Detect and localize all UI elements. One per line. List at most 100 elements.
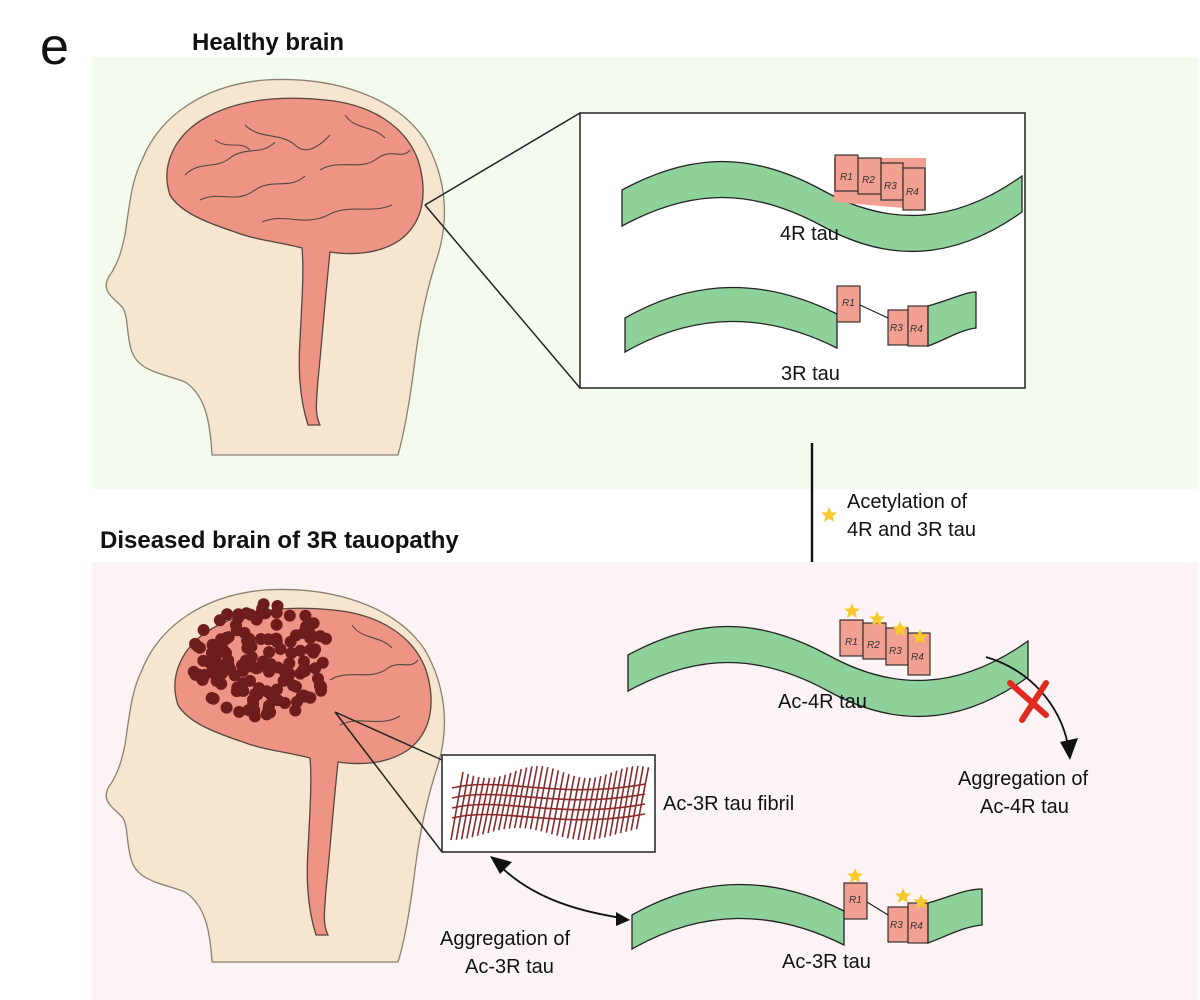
tau-tangle-dot [249, 688, 262, 700]
healthy-brain-folds [184, 114, 411, 223]
ac3r-segments: R1 R3 R4 [843, 882, 983, 944]
tau-3r-label: 3R tau [781, 363, 840, 385]
fibril-strand [513, 767, 528, 829]
healthy-head [105, 78, 446, 456]
fibril-strand [550, 772, 565, 835]
fibril-strand [508, 768, 523, 829]
tau-tangle-dot [228, 669, 241, 682]
fibril-strand [451, 803, 646, 811]
tau-tangle-dot [314, 630, 327, 643]
fibril-strand [476, 777, 491, 837]
fibril-strand [625, 765, 639, 832]
fibril-strand [556, 774, 570, 836]
fibril-strand [540, 768, 554, 832]
ac3r-aggregation-line2: Ac-3R tau [465, 956, 554, 978]
ac3r-aggregation-line1: Aggregation of [440, 928, 571, 950]
fibril-strand [598, 772, 613, 839]
tau-tangle-dot [260, 685, 273, 698]
tau-tangle-dot [274, 643, 287, 655]
tau-tangle-dot [304, 632, 317, 645]
tau-3r-seg-r4: R4 [910, 324, 923, 335]
tau-3r-segments: R1 R3 R4 [836, 285, 977, 347]
acetylation-label-line2: 4R and 3R tau [847, 519, 976, 541]
tau-tangle-dot [244, 674, 256, 687]
tau-tangle-dot [207, 692, 220, 705]
fibril-strand [497, 772, 512, 831]
tau-tangle-dot [287, 679, 300, 692]
fibril-strand [566, 777, 581, 839]
fibril-strand [561, 775, 576, 838]
healthy-brain [166, 97, 424, 426]
fibril-strand [503, 770, 517, 830]
tau-isoform-box [579, 112, 1026, 389]
ac4r-label: Ac-4R tau [778, 691, 867, 713]
tau-tangle-dot [197, 654, 210, 667]
tau-tangle-dot [194, 670, 207, 683]
tau-tangle-dot [270, 606, 283, 619]
tau-tangle-dot [197, 624, 210, 636]
blocked-x-icon [1007, 680, 1049, 723]
ac3r-aggregation-arrow [499, 865, 623, 919]
tau-3r-seg-r1: R1 [842, 298, 855, 309]
fibril-strand [545, 770, 560, 833]
tau-4r-seg-r4: R4 [906, 187, 919, 198]
tau-tangle-dot [221, 656, 234, 669]
fibril-strands [450, 765, 650, 841]
fibril-strand [471, 777, 485, 838]
tau-4r-segments: R1 R2 R3 R4 [834, 154, 926, 211]
tau-tangle-dot [243, 632, 256, 645]
fibril-strand [609, 768, 623, 837]
fibril-strand [619, 766, 634, 834]
tau-4r-seg-r1: R1 [840, 172, 853, 183]
tau-tangle-dot [298, 661, 311, 674]
fibril-zoom-line-top [334, 711, 443, 761]
healthy-title: Healthy brain [192, 29, 344, 56]
tau-tangle-dot [263, 699, 275, 712]
tau-tangle-dot [294, 644, 307, 657]
tau-4r-label: 4R tau [780, 223, 839, 245]
fibril-strand [582, 777, 597, 841]
tau-tangle-dot [270, 632, 283, 645]
fibril-strand [460, 775, 475, 840]
ac3r-aggregation-arrowhead [490, 856, 512, 874]
tau-tangle-dot [307, 617, 320, 630]
diseased-title: Diseased brain of 3R tauopathy [100, 527, 459, 554]
panel-letter: e [40, 18, 69, 76]
tau-tangle-dot [236, 660, 249, 673]
tau-tangle-dot [278, 697, 291, 709]
fibril-strand [603, 770, 618, 838]
tau-tangle-dot [220, 701, 233, 714]
diseased-brain-folds [329, 624, 419, 726]
acetylation-star-icon [821, 507, 837, 522]
fibril-strand [451, 793, 646, 801]
fibril-label: Ac-3R tau fibril [663, 793, 794, 815]
tau-tangle-dot [230, 624, 243, 637]
fibril-strand [630, 766, 644, 831]
tau-tangle-dot [270, 618, 283, 631]
fibril-strand [614, 767, 629, 835]
tau-tangle-dot [299, 609, 312, 622]
ac4r-aggregation-line1: Aggregation of [958, 768, 1089, 790]
fibril-strand [588, 775, 602, 841]
ac4r-seg-r2: R2 [867, 640, 880, 651]
tau-tangle-dot [283, 609, 296, 622]
tau-tangle-dot [312, 672, 324, 685]
ac4r-segments: R1 R2 R3 R4 [839, 619, 931, 676]
ac3r-seg-r4: R4 [910, 921, 923, 932]
tau-tangle-dot [250, 613, 263, 626]
tau-tangle-dot [220, 647, 232, 659]
tau-tangle-dot [216, 667, 229, 680]
tau-tangle-dot [271, 683, 283, 696]
tau-tangle-dot [213, 614, 226, 627]
ac4r-seg-r3: R3 [889, 646, 902, 657]
fibril-strand [577, 777, 591, 840]
fibril-strand [482, 777, 496, 835]
tau-tangle-dot [247, 697, 260, 710]
fibril-strand [451, 813, 646, 821]
fibril-strand [451, 783, 646, 791]
ac4r-aggregation-arrowhead [1060, 738, 1078, 760]
tau-tangle-dot [257, 598, 270, 611]
ac4r-aggregation-line2: Ac-4R tau [980, 796, 1069, 818]
tau-tangle-dot [205, 646, 218, 659]
tau-tangle-dot [233, 705, 246, 718]
